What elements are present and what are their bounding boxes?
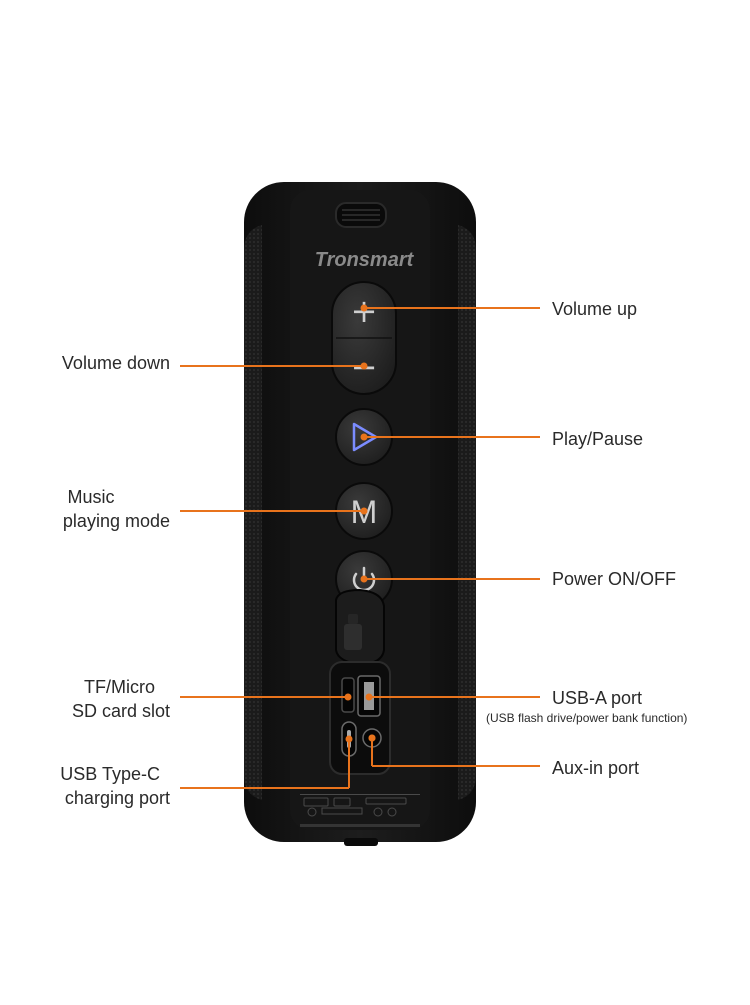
label-usb-c-line2: charging port — [64, 788, 170, 808]
play-icon — [352, 422, 378, 452]
label-music-mode-line2: playing mode — [62, 511, 170, 531]
speaker-foot — [344, 838, 378, 846]
label-volume-up: Volume up — [552, 299, 638, 319]
label-music-mode-line1: Music — [67, 487, 115, 507]
regulatory-marks — [300, 794, 420, 827]
label-play-pause: Play/Pause — [552, 429, 644, 449]
speaker-mesh-right — [458, 225, 476, 800]
callouts — [180, 304, 540, 789]
label-usb-a-note: (USB flash drive/power bank function) — [486, 711, 688, 725]
label-power: Power ON/OFF — [552, 569, 677, 589]
label-aux: Aux-in port — [552, 758, 640, 778]
label-usb-a: USB-A port — [552, 688, 643, 708]
speaker-mesh-left — [244, 225, 262, 800]
label-tf-line2: SD card slot — [71, 701, 170, 721]
label-usb-c-line1: USB Type-C — [60, 764, 160, 784]
label-tf-line1: TF/Micro — [84, 677, 155, 697]
brand-logo: Tronsmart — [315, 249, 415, 271]
label-volume-down: Volume down — [61, 353, 170, 373]
